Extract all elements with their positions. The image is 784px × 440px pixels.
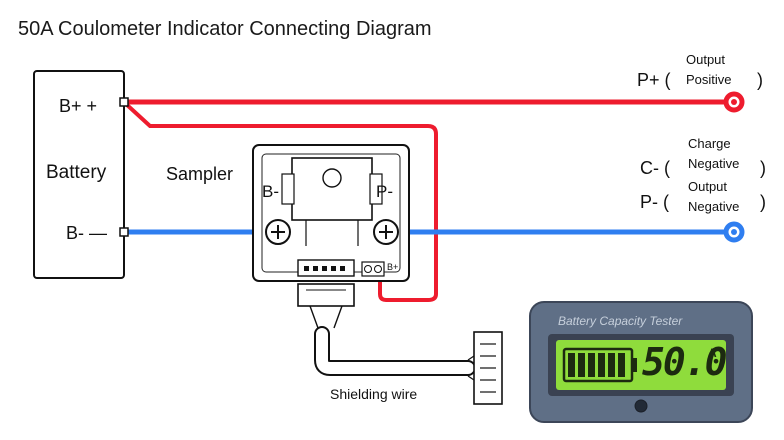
p-plus-line2: Positive bbox=[686, 72, 732, 87]
tester-reading: 50.0 bbox=[642, 340, 728, 384]
p-plus-suffix: ) bbox=[757, 70, 763, 90]
cable-plug bbox=[297, 283, 355, 307]
battery-negative-terminal-label: B- — bbox=[66, 223, 108, 243]
tester-lcd bbox=[556, 340, 726, 390]
tester-button bbox=[634, 399, 648, 413]
battery-box bbox=[33, 70, 125, 279]
p-minus-line1: Output bbox=[688, 179, 728, 194]
positive-sense-wire bbox=[124, 102, 438, 302]
diagram-title: 50A Coulometer Indicator Connecting Diag… bbox=[18, 18, 432, 40]
sampler-b-minus-label: B- bbox=[262, 182, 279, 201]
battery-positive-terminal-label: B+ + bbox=[59, 96, 98, 116]
p-plus-line1: Output bbox=[686, 52, 726, 67]
sampler-p-minus-label: P- bbox=[376, 182, 393, 201]
c-minus-line1: Charge bbox=[688, 136, 731, 151]
tester-unit: A bbox=[708, 346, 717, 360]
sampler-label: Sampler bbox=[166, 164, 234, 184]
p-plus-prefix: P+ ( bbox=[637, 70, 671, 90]
p-minus-prefix: P- ( bbox=[640, 192, 669, 212]
p-minus-suffix: ) bbox=[760, 192, 766, 212]
shunt-block bbox=[291, 157, 373, 221]
tester-title: Battery Capacity Tester bbox=[558, 314, 683, 328]
shielding-wire-label: Shielding wire bbox=[330, 386, 418, 402]
battery-label: Battery bbox=[46, 162, 107, 183]
c-minus-suffix: ) bbox=[760, 158, 766, 178]
c-minus-prefix: C- ( bbox=[640, 158, 670, 178]
sampler-b-plus-label: B+ bbox=[387, 262, 399, 272]
p-minus-line2: Negative bbox=[688, 199, 740, 214]
c-minus-line2: Negative bbox=[688, 156, 740, 171]
